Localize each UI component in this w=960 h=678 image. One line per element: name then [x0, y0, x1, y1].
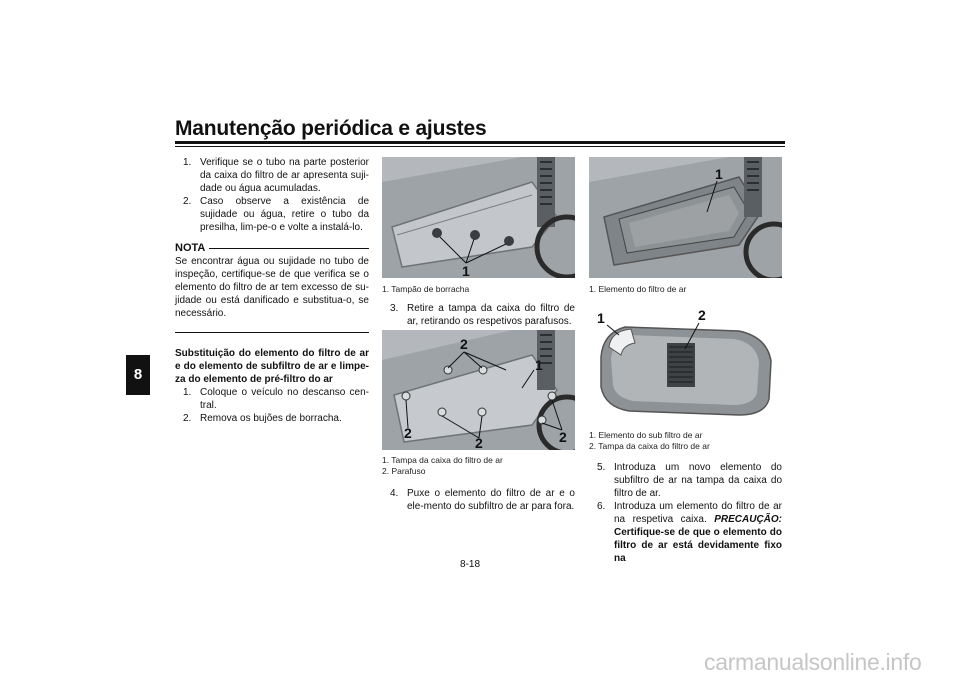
list-item: 2. Remova os bujões de borracha.	[183, 413, 342, 424]
column-1: 1. Verifique se o tubo na parte posterio…	[175, 156, 369, 425]
page-number: 8-18	[460, 559, 481, 570]
callout-label: 1	[535, 357, 543, 373]
callout-label: 1	[462, 263, 470, 278]
nota-heading: NOTA	[175, 242, 369, 255]
caution-label: PRECAUÇÃO:	[714, 514, 782, 525]
callout-label: 2	[460, 336, 468, 352]
callout-label: 1	[597, 310, 605, 326]
callout-label: 1	[715, 166, 723, 182]
page-title: Manutenção periódica e ajustes	[175, 117, 487, 140]
step-3: 3. Retire a tampa da caixa do filtro de …	[390, 303, 575, 327]
list-item: 1. Verifique se o tubo na parte posterio…	[183, 157, 369, 194]
watermark: carmanualsonline.info	[704, 649, 922, 675]
header-rule-thin	[175, 146, 785, 147]
header-rule	[175, 141, 785, 144]
figure-air-filter-cover: 2 1 2 2 2	[382, 330, 575, 450]
caution-text: Certifique-se de que o elemento do filtr…	[614, 527, 782, 564]
figure-caption: 1. Tampa da caixa do filtro de ar 2. Par…	[382, 455, 503, 476]
figure-caption: 1. Elemento do filtro de ar	[589, 284, 687, 294]
figure-air-filter-element: 1	[589, 157, 782, 278]
callout-label: 2	[559, 429, 567, 445]
section-heading: Substituição do elemento do filtro de ar…	[175, 348, 369, 385]
chapter-tab: 8	[126, 355, 150, 395]
callout-label: 2	[404, 425, 412, 441]
list-item: 1. Coloque o veículo no descanso cen-tra…	[183, 387, 369, 411]
steps-5-6: 5. Introduza um novo elemento do subfilt…	[597, 462, 782, 564]
divider	[175, 332, 369, 333]
list-item: 2. Caso observe a existência de sujidade…	[183, 196, 369, 233]
figure-caption: 1. Tampão de borracha	[382, 284, 470, 294]
figure-caption: 1. Elemento do sub filtro de ar 2. Tampa…	[589, 430, 710, 451]
callout-label: 2	[475, 435, 483, 450]
callout-label: 2	[698, 307, 706, 323]
figure-sub-filter-element: 1 2	[589, 307, 782, 425]
figure-rubber-plugs: 1	[382, 157, 575, 278]
nota-text: Se encontrar água ou sujidade no tubo de…	[175, 256, 369, 319]
step-4: 4. Puxe o elemento do filtro de ar e o e…	[390, 488, 575, 512]
